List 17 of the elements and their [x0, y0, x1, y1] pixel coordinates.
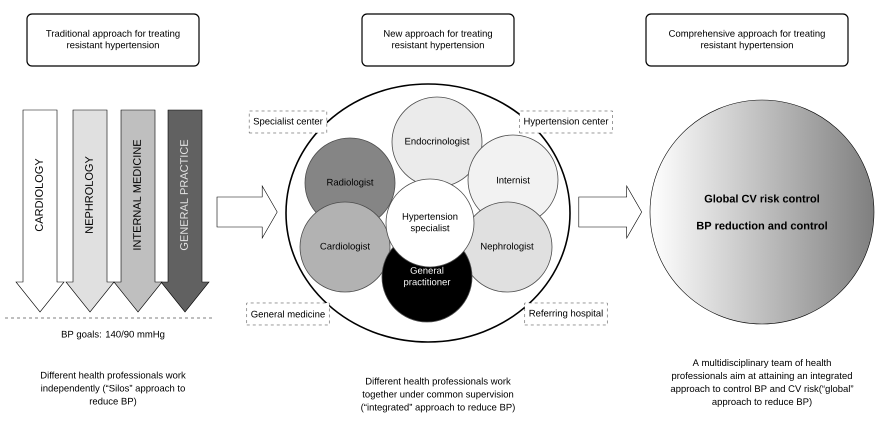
discipline-column: CARDIOLOGY: [15, 110, 65, 312]
caption: Different health professionals work independently (“Silos” approach to reduce BP): [41, 372, 186, 406]
title-box: Comprehensive approach for treating resistant hypertension: [645, 13, 849, 67]
dashed-box: Referring hospital: [524, 302, 608, 326]
block-arrow: [216, 184, 278, 240]
discipline-column: GENERAL PRACTICE: [160, 110, 210, 312]
caption: Different health professionals work together under common supervision (“integrated” approach to reduce BP): [361, 378, 515, 412]
dashed-box: General medicine: [246, 302, 330, 326]
dashed-box: Hypertension center: [519, 110, 613, 134]
discipline-column: INTERNAL MEDICINE: [113, 110, 163, 312]
goal-label: BP goals: 140/90 mmHg: [62, 330, 164, 340]
discipline-column: NEPHROLOGY: [65, 110, 115, 312]
dashed-box: Specialist center: [248, 110, 328, 134]
caption: A multidisciplinary team of health professionals aim at attaining an integrated approach to control BP and CV risk(“global” approach to reduce BP): [670, 359, 854, 407]
title-box: New approach for treating resistant hypertension: [361, 13, 515, 67]
title-box: Traditional approach for treating resistant hypertension: [26, 13, 200, 67]
block-arrow: [578, 184, 642, 240]
